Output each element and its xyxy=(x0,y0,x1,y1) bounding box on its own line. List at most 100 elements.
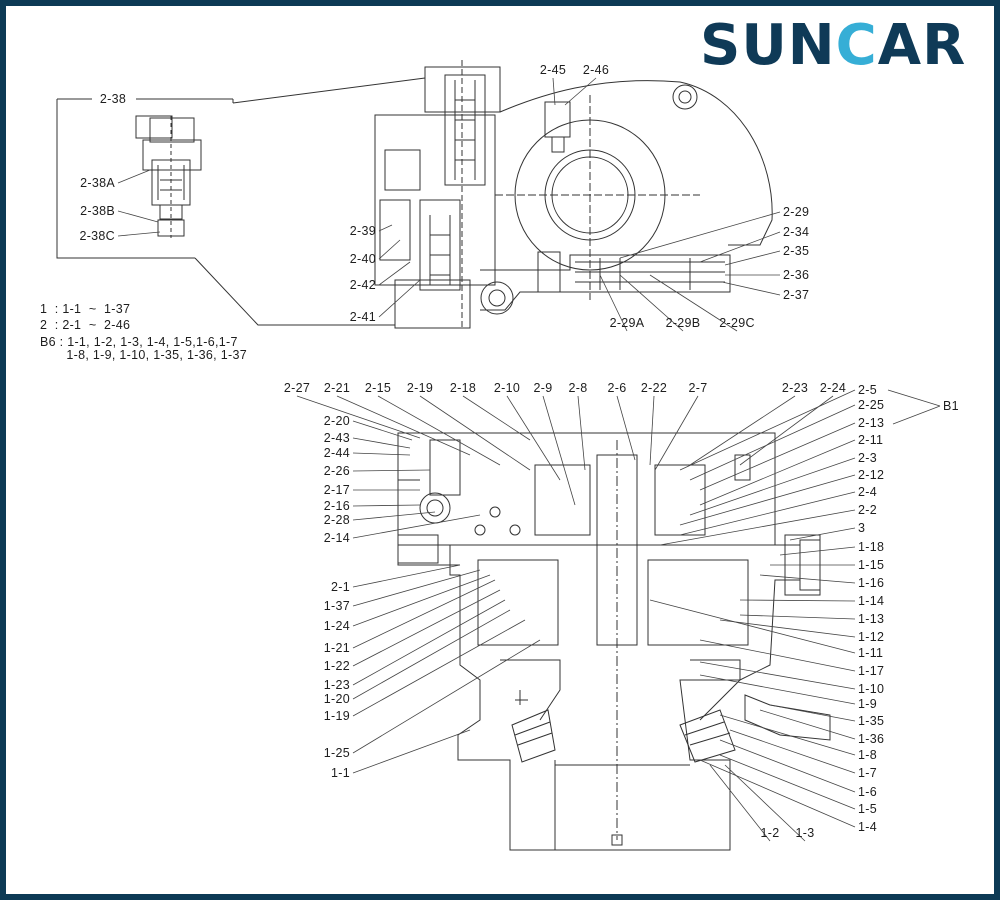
callout-label-1-14: 1-14 xyxy=(858,594,885,608)
callout-label-1-37: 1-37 xyxy=(323,599,350,613)
callout-label-1-12: 1-12 xyxy=(858,630,885,644)
callout-label-2-11: 2-11 xyxy=(858,433,884,447)
callout-label-1-21: 1-21 xyxy=(323,641,350,655)
leader-line-2-29b xyxy=(619,274,684,332)
leader-line-2-44 xyxy=(352,452,411,456)
leader-line-1-20 xyxy=(352,609,511,700)
callout-label-2-26: 2-26 xyxy=(323,464,350,478)
leader-line-1-2 xyxy=(709,764,771,842)
callout-label-2-12: 2-12 xyxy=(858,468,885,482)
leader-line-2-9 xyxy=(542,395,576,506)
upper-valve-body xyxy=(374,60,501,330)
callout-label-1-8: 1-8 xyxy=(858,748,877,762)
callout-label-1-24: 1-24 xyxy=(323,619,350,633)
callout-label-2-38a: 2-38A xyxy=(80,176,115,190)
callout-label-2-17: 2-17 xyxy=(323,483,350,497)
callout-label-2-35: 2-35 xyxy=(783,244,810,258)
leader-line-1-19 xyxy=(352,619,526,717)
leader-line-1-9 xyxy=(699,674,856,705)
callout-label-2-29b: 2-29B xyxy=(665,316,701,330)
callout-label-2-38c: 2-38C xyxy=(79,229,115,243)
callout-label-2-21: 2-21 xyxy=(323,381,351,395)
leader-line-1-21 xyxy=(352,579,496,649)
callout-label-2-6: 2-6 xyxy=(607,381,627,395)
leader-line-2-41 xyxy=(378,279,421,318)
leader-line-2-8 xyxy=(577,395,586,471)
callout-label-1-20: 1-20 xyxy=(323,692,350,706)
leader-line-2-28 xyxy=(352,511,436,521)
callout-label-2-7: 2-7 xyxy=(688,381,708,395)
leader-line-2-38b xyxy=(117,210,159,223)
leader-line-1-14 xyxy=(739,599,856,602)
leader-line-3 xyxy=(789,527,856,541)
leader-line-1-3 xyxy=(724,764,806,842)
leader-line-2-7 xyxy=(654,395,699,471)
callout-label-2-15: 2-15 xyxy=(364,381,392,395)
callout-label-2-28: 2-28 xyxy=(323,513,350,527)
leader-line-1-36 xyxy=(759,709,856,740)
leader-line-2-35 xyxy=(724,250,781,266)
leader-line-2-22 xyxy=(649,395,655,466)
callout-label-2-3: 2-3 xyxy=(858,451,877,465)
callout-label-1-13: 1-13 xyxy=(858,612,885,626)
leader-line-1-24 xyxy=(352,574,491,627)
leader-line-2-29 xyxy=(619,211,781,259)
leader-line-1-8 xyxy=(719,714,856,756)
callout-label-1-18: 1-18 xyxy=(858,540,885,554)
leader-line-2-25 xyxy=(689,404,856,481)
callout-label-2-10: 2-10 xyxy=(493,381,521,395)
leader-line-1-5 xyxy=(719,754,856,810)
leader-line-1-17 xyxy=(699,639,856,672)
callout-label-2-45: 2-45 xyxy=(539,63,567,77)
leader-line-1-6 xyxy=(719,739,856,793)
logo-text-c: C xyxy=(835,13,878,78)
callout-label-2-19: 2-19 xyxy=(406,381,434,395)
callout-label-2-36: 2-36 xyxy=(783,268,810,282)
callout-label-1-16: 1-16 xyxy=(858,576,885,590)
leader-line-2-37 xyxy=(721,281,781,296)
leader-line-1-37 xyxy=(352,569,481,607)
callout-label-2-29a: 2-29A xyxy=(609,316,645,330)
callout-label-1-10: 1-10 xyxy=(858,682,885,696)
leader-line-2-29c xyxy=(649,274,738,332)
callout-label-2-38b: 2-38B xyxy=(80,204,115,218)
leader-line-1-22 xyxy=(352,589,501,667)
callout-label-2-43: 2-43 xyxy=(323,431,350,445)
callout-label-b1: B1 xyxy=(943,399,959,413)
leader-line-2-14 xyxy=(352,514,481,539)
leader-line-1-4 xyxy=(699,759,856,828)
callout-label-2-40: 2-40 xyxy=(349,252,376,266)
callout-label-2-22: 2-22 xyxy=(640,381,668,395)
leader-line-2-2 xyxy=(659,509,856,546)
callout-label-2-5: 2-5 xyxy=(858,383,877,397)
callout-label-1-5: 1-5 xyxy=(858,802,877,816)
leader-line-2-29a xyxy=(599,274,628,332)
leader-line-2-10 xyxy=(506,395,561,481)
leader-line-1-35 xyxy=(769,704,856,722)
callout-label-1-22: 1-22 xyxy=(323,659,350,673)
callout-label-2-39: 2-39 xyxy=(349,224,376,238)
leader-line-1-16 xyxy=(759,574,856,584)
suncar-logo: SUNCAR xyxy=(700,14,966,78)
leader-line-2-12 xyxy=(679,474,856,526)
leader-line-2-21 xyxy=(336,395,471,456)
leader-line-2-42 xyxy=(378,261,411,286)
leader-line-b1 xyxy=(892,405,941,425)
callout-label-2-29: 2-29 xyxy=(783,205,810,219)
callout-label-2-24: 2-24 xyxy=(819,381,847,395)
leader-line-2-39 xyxy=(378,224,393,232)
leader-line-2-4 xyxy=(679,491,856,536)
leader-line-2-18 xyxy=(462,395,531,441)
line-art xyxy=(56,60,941,851)
callout-label-1-3: 1-3 xyxy=(795,826,815,840)
callout-label-2-18: 2-18 xyxy=(449,381,477,395)
leader-line-b1 xyxy=(887,389,941,407)
leader-line-2-40 xyxy=(378,239,401,260)
upper-housing xyxy=(480,80,773,315)
callout-label-2-34: 2-34 xyxy=(783,225,810,239)
leader-line-1-18 xyxy=(779,546,856,556)
callout-label-1-7: 1-7 xyxy=(858,766,877,780)
callout-label-1-4: 1-4 xyxy=(858,820,877,834)
